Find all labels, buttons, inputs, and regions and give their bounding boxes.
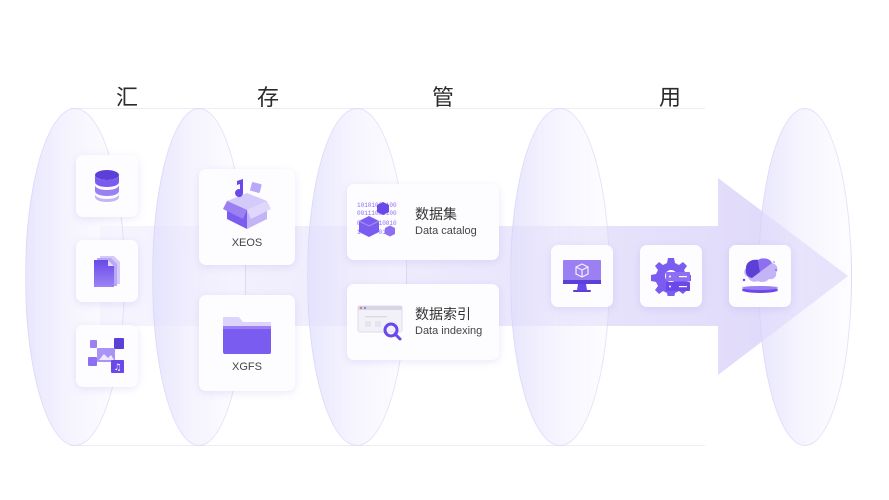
- manage-data-catalog-card[interactable]: 10101001100 00111000100 0 100010010 1 1 …: [347, 184, 499, 260]
- stage-title-store: 存: [256, 86, 280, 111]
- store-xgfs-card[interactable]: XGFS: [199, 295, 295, 391]
- collect-media-card[interactable]: ♫: [76, 325, 138, 387]
- data-cubes-icon: 10101001100 00111000100 0 100010010 1 1 …: [357, 201, 405, 243]
- ai-brain-icon: [738, 256, 782, 296]
- documents-icon: [92, 254, 122, 288]
- store-xeos-card[interactable]: XEOS: [199, 169, 295, 265]
- manage-data-indexing-card[interactable]: 数据索引 Data indexing: [347, 284, 499, 360]
- data-catalog-title-en: Data catalog: [415, 224, 477, 237]
- top-divider: [70, 108, 705, 109]
- data-indexing-title-zh: 数据索引: [415, 306, 471, 323]
- data-catalog-title-zh: 数据集: [415, 206, 457, 223]
- store-xgfs-label: XGFS: [232, 361, 262, 373]
- collect-documents-card[interactable]: [76, 240, 138, 302]
- data-search-icon: [357, 302, 405, 342]
- database-icon: [92, 169, 122, 203]
- use-operations-card[interactable]: [640, 245, 702, 307]
- monitor-cube-icon: [562, 258, 602, 294]
- box-storage-icon: [221, 175, 273, 233]
- store-xeos-label: XEOS: [231, 237, 263, 249]
- svg-text:00111000100: 00111000100: [357, 210, 397, 217]
- stage-ellipse-3: [307, 108, 407, 446]
- gear-server-icon: [650, 256, 692, 296]
- data-indexing-title-en: Data indexing: [415, 324, 483, 337]
- svg-text:♫: ♫: [113, 363, 121, 373]
- stage-title-use: 用: [658, 86, 682, 111]
- stage-title-manage: 管: [431, 86, 455, 111]
- collect-database-card[interactable]: [76, 155, 138, 217]
- media-files-icon: ♫: [87, 336, 127, 376]
- stage-title-collect: 汇: [115, 86, 139, 111]
- folder-icon: [221, 313, 273, 357]
- stage-ellipse-2: [152, 108, 246, 446]
- use-application-card[interactable]: [551, 245, 613, 307]
- use-ai-card[interactable]: [729, 245, 791, 307]
- bottom-divider: [70, 445, 705, 446]
